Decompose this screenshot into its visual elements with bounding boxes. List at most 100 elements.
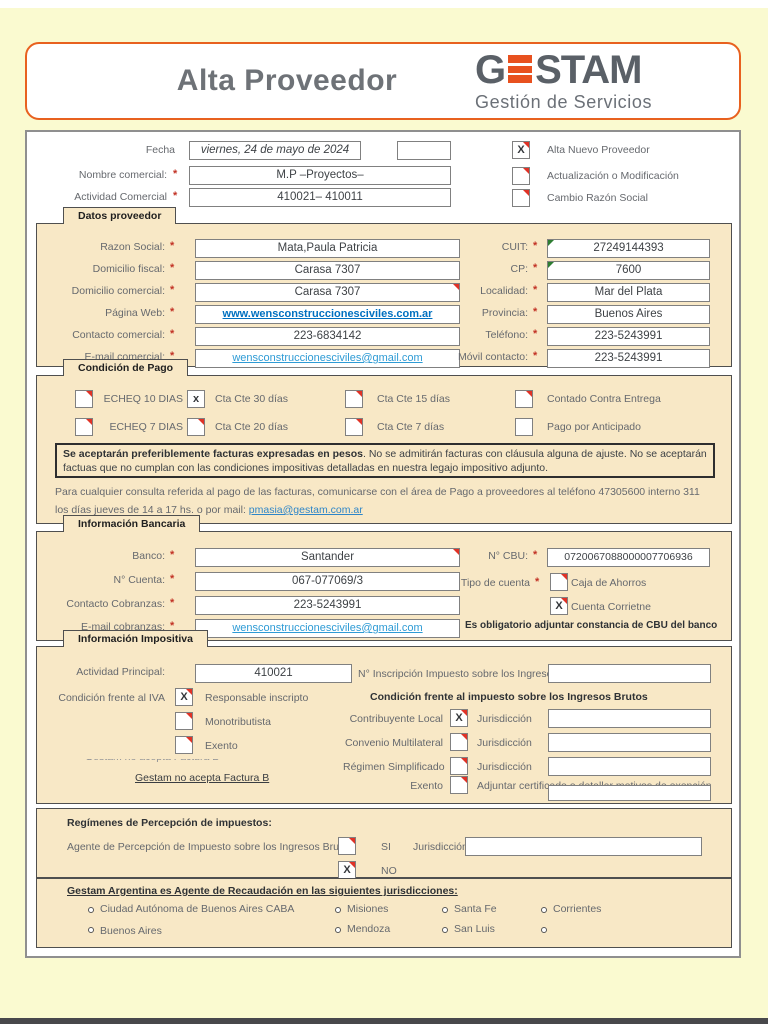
cta-cte-7-label: Cta Cte 7 días (377, 421, 445, 433)
required-marker: * (533, 350, 538, 362)
actualizacion-label: Actualización o Modificación (547, 170, 679, 182)
cta-cte-30-checkbox[interactable]: x (187, 390, 205, 408)
contribuyente-local-checkbox[interactable]: X (450, 709, 468, 727)
iibb-inscripcion-label: N° Inscripción Impuesto sobre los Ingres… (358, 668, 591, 680)
razon-social-field[interactable]: Mata,Paula Patricia (195, 239, 460, 258)
section-informacion-bancaria: Información Bancaria Banco: * Santander … (36, 515, 732, 641)
cta-cte-20-label: Cta Cte 20 días (215, 421, 288, 433)
convenio-multilateral-checkbox[interactable] (450, 733, 468, 751)
fecha-label: Fecha (145, 144, 175, 156)
jurisdiccion-label-3: Jurisdicción (477, 761, 532, 773)
contacto-cobranzas-field[interactable]: 223-5243991 (195, 596, 460, 615)
required-marker: * (533, 284, 538, 296)
responsable-inscripto-checkbox[interactable]: X (175, 688, 193, 706)
domicilio-comercial-field[interactable]: Carasa 7307 (195, 283, 460, 302)
jurisdiccion-field-2[interactable] (548, 733, 711, 752)
required-marker: * (533, 328, 538, 340)
jurisdiccion-field-1[interactable] (548, 709, 711, 728)
fecha-extra-box[interactable] (397, 141, 451, 160)
cp-field[interactable]: 7600 (547, 261, 710, 280)
cta-cte-20-checkbox[interactable] (187, 418, 205, 436)
bullet-icon (541, 927, 547, 933)
percepcion-title: Regímenes de Percepción de impuestos: (67, 817, 272, 829)
alta-nuevo-proveedor-label: Alta Nuevo Proveedor (547, 144, 650, 156)
actividad-principal-label: Actividad Principal: (76, 666, 165, 678)
section-datos-proveedor: Datos proveedor Razon Social: * Mata,Pau… (36, 207, 732, 368)
cambio-razon-social-label: Cambio Razón Social (547, 192, 648, 204)
exento-iva-checkbox[interactable] (175, 736, 193, 754)
responsable-inscripto-label: Responsable inscripto (205, 692, 309, 704)
cp-label: CP: (510, 263, 528, 275)
cuit-field[interactable]: 27249144393 (547, 239, 710, 258)
cta-cte-15-checkbox[interactable] (345, 390, 363, 408)
section-informacion-impositiva: Información Impositiva Actividad Princip… (36, 630, 732, 804)
cambio-razon-social-checkbox[interactable] (512, 189, 530, 207)
banco-field[interactable]: Santander (195, 548, 460, 567)
section-jurisdicciones: Gestam Argentina es Agente de Recaudació… (36, 878, 732, 948)
echeq-10-dias-checkbox[interactable] (75, 390, 93, 408)
regimen-simplificado-checkbox[interactable] (450, 757, 468, 775)
percepcion-jurisdiccion-field[interactable] (465, 837, 702, 856)
actividad-principal-field[interactable]: 410021 (195, 664, 352, 683)
agente-percepcion-label: Agente de Percepción de Impuesto sobre l… (67, 841, 356, 853)
pagina-web-link[interactable]: www.wensconstruccionesciviles.com.ar (195, 305, 460, 324)
contacto-comercial-field[interactable]: 223-6834142 (195, 327, 460, 346)
domicilio-fiscal-field[interactable]: Carasa 7307 (195, 261, 460, 280)
nro-cuenta-field[interactable]: 067-077069/3 (195, 572, 460, 591)
bullet-icon (541, 907, 547, 913)
razon-social-label: Razon Social: (100, 241, 165, 253)
contado-contra-entrega-checkbox[interactable] (515, 390, 533, 408)
echeq-7-dias-checkbox[interactable] (75, 418, 93, 436)
provincia-label: Provincia: (481, 307, 528, 319)
pagina-web-label: Página Web: (105, 307, 165, 319)
nombre-comercial-field[interactable]: M.P –Proyectos– (189, 166, 451, 185)
iibb-inscripcion-field[interactable] (548, 664, 711, 683)
email-comercial-link[interactable]: wensconstruccionesciviles@gmail.com (195, 349, 460, 368)
telefono-field[interactable]: 223-5243991 (547, 327, 710, 346)
echeq-7-dias-label: ECHEQ 7 DIAS (109, 421, 183, 433)
alta-nuevo-proveedor-checkbox[interactable]: X (512, 141, 530, 159)
domicilio-comercial-label: Domicilio comercial: (71, 285, 165, 297)
form-body: Fecha viernes, 24 de mayo de 2024 Nombre… (25, 130, 741, 958)
movil-contacto-label: Móvil contacto: (457, 351, 528, 363)
logo-e-bars-icon (508, 55, 533, 83)
exento-iibb-checkbox[interactable] (450, 776, 468, 794)
monotributista-checkbox[interactable] (175, 712, 193, 730)
bullet-icon (335, 907, 341, 913)
cuit-label: CUIT: (501, 241, 528, 253)
actividad-comercial-field[interactable]: 410021– 410011 (189, 188, 451, 207)
bullet-icon (442, 927, 448, 933)
email-cobranzas-link[interactable]: wensconstruccionesciviles@gmail.com (195, 619, 460, 638)
localidad-field[interactable]: Mar del Plata (547, 283, 710, 302)
facturas-note: Se aceptarán preferiblemente facturas ex… (55, 443, 715, 478)
convenio-multilateral-label: Convenio Multilateral (344, 737, 443, 749)
caja-ahorros-checkbox[interactable] (550, 573, 568, 591)
monotributista-label: Monotributista (205, 716, 271, 728)
movil-contacto-field[interactable]: 223-5243991 (547, 349, 710, 368)
cbu-field[interactable]: 0720067088000007706936 (547, 548, 710, 567)
contacto-cobranzas-label: Contacto Cobranzas: (66, 598, 165, 610)
exencion-motivos-field[interactable] (548, 785, 711, 801)
actualizacion-checkbox[interactable] (512, 167, 530, 185)
echeq-10-dias-label: ECHEQ 10 DIAS (103, 393, 183, 405)
required-marker: * (533, 240, 538, 252)
agente-si-checkbox[interactable] (338, 837, 356, 855)
jurisdiccion-field-3[interactable] (548, 757, 711, 776)
required-marker: * (173, 190, 178, 202)
agente-no-label: NO (381, 865, 397, 877)
fecha-field[interactable]: viernes, 24 de mayo de 2024 (189, 141, 361, 160)
cuenta-corriente-checkbox[interactable]: X (550, 597, 568, 615)
percepcion-jurisdiccion-label: Jurisdicción (413, 841, 468, 853)
required-marker: * (533, 549, 538, 561)
cta-cte-7-checkbox[interactable] (345, 418, 363, 436)
cuenta-corriente-label: Cuenta Corrietne (571, 601, 651, 613)
agente-no-checkbox[interactable]: X (338, 861, 356, 879)
provincia-field[interactable]: Buenos Aires (547, 305, 710, 324)
section-condicion-pago: Condición de Pago ECHEQ 10 DIAS x Cta Ct… (36, 359, 732, 524)
contact-email-link[interactable]: pmasia@gestam.com.ar (248, 503, 363, 516)
pago-anticipado-checkbox[interactable] (515, 418, 533, 436)
bullet-icon (88, 907, 94, 913)
nro-cuenta-label: N° Cuenta: (113, 574, 165, 586)
